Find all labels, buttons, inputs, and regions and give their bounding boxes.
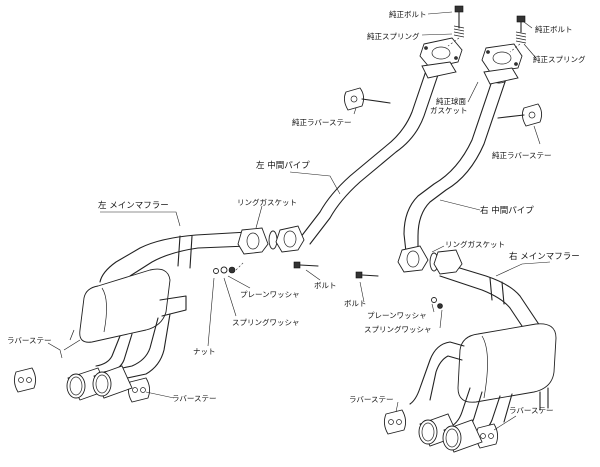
label-plain-washer-right: プレーンワッシャ [367, 311, 427, 320]
label-oem-spring-left: 純正スプリング [367, 31, 420, 41]
label-nut-left: ナット [193, 347, 216, 356]
oem-bolt-left [454, 5, 464, 29]
label-oem-ball-gasket: 純正球面ガスケット [430, 96, 468, 115]
label-oem-rubber-stay-left: 純正ラバーステー [292, 117, 352, 127]
right-tailpipes [418, 413, 483, 453]
label-oem-bolt-left: 純正ボルト [389, 9, 427, 19]
left-main-muffler [63, 231, 249, 381]
label-right-main-muffler: 右 メインマフラー [509, 251, 580, 262]
oem-rubber-stay-left [343, 87, 391, 111]
label-oem-spring-right: 純正スプリング [533, 54, 586, 64]
leader-lines [47, 11, 551, 431]
label-rubber-stay-2: ラバーステー [172, 394, 217, 403]
label-bolt-right: ボルト [344, 299, 367, 308]
label-ring-gasket-right: リングガスケット [445, 239, 505, 249]
label-oem-bolt-right: 純正ボルト [535, 24, 573, 34]
label-rubber-stay-4: ラバーステー [509, 406, 554, 415]
oem-spring-left [447, 25, 465, 47]
label-oem-rubber-stay-right: 純正ラバーステー [492, 150, 552, 160]
label-rubber-stay-1: ラバーステー [7, 336, 52, 345]
label-bolt-left: ボルト [314, 281, 337, 290]
rubber-stay-1 [13, 367, 37, 393]
oem-bolt-right [516, 15, 526, 33]
left-front-flange [419, 37, 463, 79]
right-ring-gasket-joint [397, 245, 463, 275]
label-rubber-stay-3: ラバーステー [349, 395, 394, 404]
right-main-muffler [409, 261, 557, 435]
oem-spring-right [509, 31, 527, 53]
oem-rubber-stay-right [497, 103, 543, 127]
label-right-mid-pipe: 右 中間パイプ [480, 205, 534, 216]
right-washers [431, 297, 443, 309]
rubber-stay-2 [127, 377, 151, 403]
left-bolt [293, 261, 319, 269]
label-left-main-muffler: 左 メインマフラー [98, 200, 169, 211]
label-left-mid-pipe: 左 中間パイプ [256, 160, 310, 171]
right-front-flange [481, 43, 523, 85]
left-tailpipes [66, 365, 133, 401]
label-spring-washer-right: スプリングワッシャ [364, 324, 432, 334]
label-plain-washer-left: プレーンワッシャ [240, 290, 300, 299]
left-ring-gasket-joint [237, 225, 305, 255]
label-spring-washer-left: スプリングワッシャ [232, 317, 300, 327]
label-ring-gasket-left: リングガスケット [237, 197, 297, 207]
right-bolt [355, 271, 379, 279]
left-washers-nut [213, 261, 245, 274]
rubber-stay-3 [383, 409, 407, 435]
